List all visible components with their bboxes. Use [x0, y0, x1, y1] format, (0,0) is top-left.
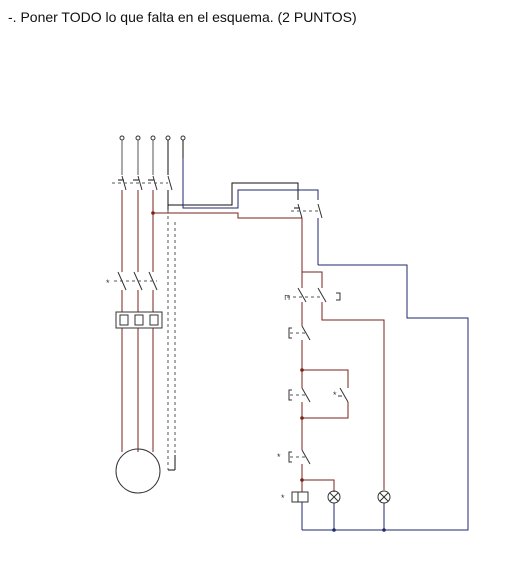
motor-symbol — [115, 448, 161, 494]
self-holding-contact: * — [333, 387, 349, 403]
motor-wires — [121, 328, 176, 471]
contactor-main-contacts: * — [106, 271, 158, 291]
supply-terminals — [119, 135, 186, 141]
junction-dots — [151, 211, 386, 532]
contactor-coil: * — [281, 491, 309, 503]
coil-star-marker: * — [281, 493, 285, 503]
thermal-relay — [115, 311, 163, 329]
start-pushbutton — [288, 387, 311, 403]
control-supply-wires — [153, 158, 319, 219]
svg-text:⊓: ⊓ — [284, 293, 290, 302]
coil-lamp-wires — [301, 464, 335, 492]
main-breaker — [112, 175, 173, 191]
thermal-aux-contact: ⊓ — [284, 287, 341, 303]
contactor-star-marker: * — [106, 278, 110, 288]
bottom-return-wires — [301, 502, 385, 530]
aux3-star-marker: * — [277, 452, 281, 462]
aux-contact-3: * — [277, 449, 311, 465]
after-start-wires — [301, 402, 349, 450]
stop-pushbutton — [288, 325, 311, 341]
holding-star-marker: * — [333, 390, 337, 400]
power-wires-mid — [121, 190, 176, 470]
supply-wires — [121, 140, 184, 175]
pilot-lamp-2 — [377, 490, 391, 504]
pilot-lamp-1 — [327, 490, 341, 504]
control-phase-wire — [301, 218, 323, 288]
control-breaker — [291, 203, 323, 219]
exercise-title: -. Poner TODO lo que falta en el esquema… — [8, 9, 357, 25]
control-neutral-wire — [302, 218, 469, 531]
after-thermal-wires — [301, 302, 385, 490]
power-wires-lower — [121, 290, 154, 312]
stop-start-wire — [301, 340, 349, 388]
